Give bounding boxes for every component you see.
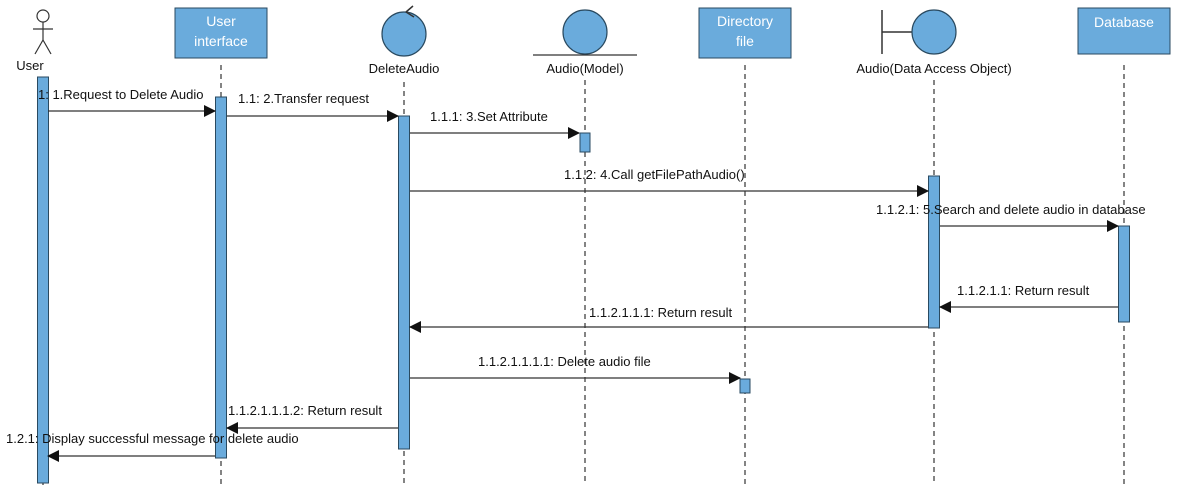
activation-ui — [215, 96, 227, 459]
message-2: 1.1: 2.Transfer request — [227, 91, 399, 122]
box-dir — [698, 7, 792, 59]
message-label: 1: 1.Request to Delete Audio — [38, 87, 204, 102]
entity-icon — [533, 9, 637, 56]
box-label-line: Directory — [717, 13, 773, 29]
message-9: 1.1.2.1.1.1.2: Return result — [226, 403, 398, 434]
activation-model — [579, 132, 591, 153]
activation-db — [1118, 225, 1130, 323]
message-8: 1.1.2.1.1.1.1: Delete audio file — [410, 354, 741, 384]
lifeline-head-dir: Directory file — [698, 7, 792, 59]
message-label: 1.1.2.1: 5.Search and delete audio in da… — [876, 202, 1146, 217]
lifeline-head-model: Audio(Model) — [533, 9, 637, 76]
lifeline-head-dao: Audio(Data Access Object) — [856, 9, 1012, 76]
box-db — [1077, 7, 1171, 55]
activation-dir — [739, 378, 751, 394]
lifeline-head-user: User — [16, 9, 53, 73]
message-label: 1.1: 2.Transfer request — [238, 91, 369, 106]
activation-dao — [928, 175, 940, 329]
actor-icon — [33, 9, 53, 55]
message-label: 1.1.2.1.1.1: Return result — [589, 305, 732, 320]
message-10: 1.2.1: Display successful message for de… — [6, 431, 299, 462]
boundary-label: Audio(Data Access Object) — [856, 61, 1011, 76]
message-4: 1.1.2: 4.Call getFilePathAudio() — [410, 167, 929, 197]
box-ui — [174, 7, 268, 59]
lifeline-head-ui: User interface — [174, 7, 268, 59]
message-1: 1: 1.Request to Delete Audio — [38, 87, 216, 117]
message-5: 1.1.2.1: 5.Search and delete audio in da… — [876, 202, 1146, 232]
message-7: 1.1.2.1.1.1: Return result — [409, 305, 928, 333]
control-icon — [381, 5, 427, 57]
activation-user — [37, 76, 49, 484]
box-label-line: Database — [1094, 14, 1154, 30]
message-6: 1.1.2.1.1: Return result — [939, 283, 1118, 313]
actor-label: User — [16, 58, 44, 73]
boundary-icon — [881, 9, 957, 55]
box-label-line: interface — [194, 33, 248, 49]
message-label: 1.1.2.1.1: Return result — [957, 283, 1090, 298]
control-label: DeleteAudio — [369, 61, 440, 76]
lifeline-head-delete: DeleteAudio — [369, 5, 440, 76]
message-label: 1.1.2.1.1.1.1: Delete audio file — [478, 354, 651, 369]
message-label: 1.1.2.1.1.1.2: Return result — [228, 403, 382, 418]
lifeline-head-db: Database — [1077, 7, 1171, 55]
activation-delete — [398, 115, 410, 450]
message-3: 1.1.1: 3.Set Attribute — [410, 109, 580, 139]
entity-label: Audio(Model) — [546, 61, 623, 76]
message-label: 1.2.1: Display successful message for de… — [6, 431, 299, 446]
message-label: 1.1.2: 4.Call getFilePathAudio() — [564, 167, 745, 182]
message-label: 1.1.1: 3.Set Attribute — [430, 109, 548, 124]
box-label-line: User — [206, 13, 236, 29]
box-label-line: file — [736, 33, 754, 49]
